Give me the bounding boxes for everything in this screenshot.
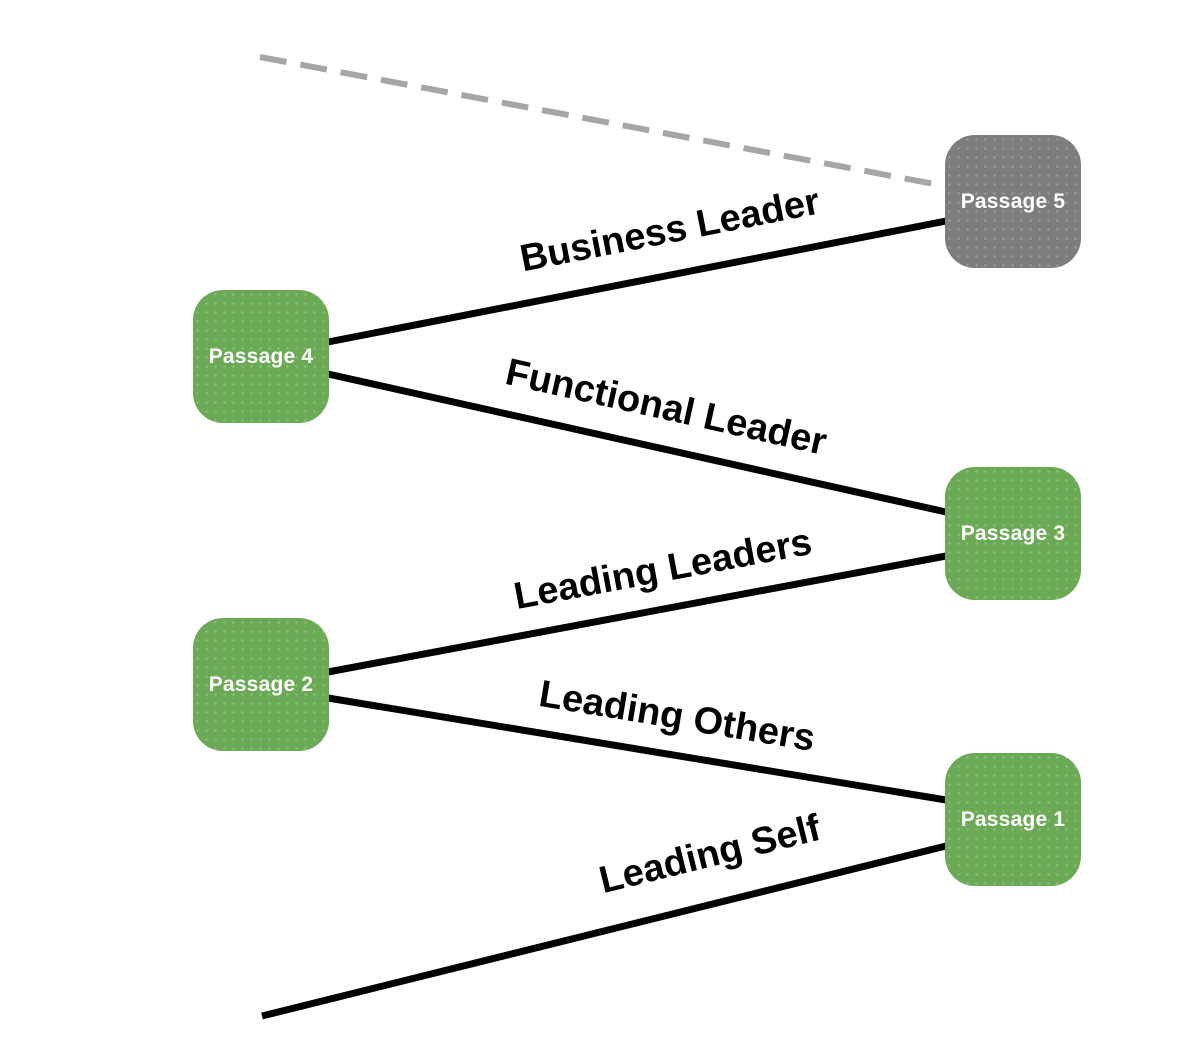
- dashed-projection-line: [259, 54, 946, 189]
- passage-4-label: Passage 4: [208, 344, 314, 368]
- passage-1-label: Passage 1: [960, 807, 1066, 831]
- passage-4-box: Passage 4: [193, 290, 329, 423]
- passage-2-label: Passage 2: [208, 672, 314, 696]
- passage-1-box: Passage 1: [945, 753, 1081, 886]
- stage-line-leading-self: [261, 842, 947, 1020]
- stage-line-leading-leaders: [327, 552, 947, 676]
- passage-5-label: Passage 5: [960, 189, 1066, 213]
- stage-line-functional-leader: [327, 370, 947, 516]
- stage-line-leading-others: [327, 694, 947, 804]
- passage-5-box: Passage 5: [945, 135, 1081, 268]
- passage-3-box: Passage 3: [945, 467, 1081, 600]
- passage-2-box: Passage 2: [193, 618, 329, 751]
- passage-3-label: Passage 3: [960, 521, 1066, 545]
- stage-line-business-leader: [327, 217, 947, 346]
